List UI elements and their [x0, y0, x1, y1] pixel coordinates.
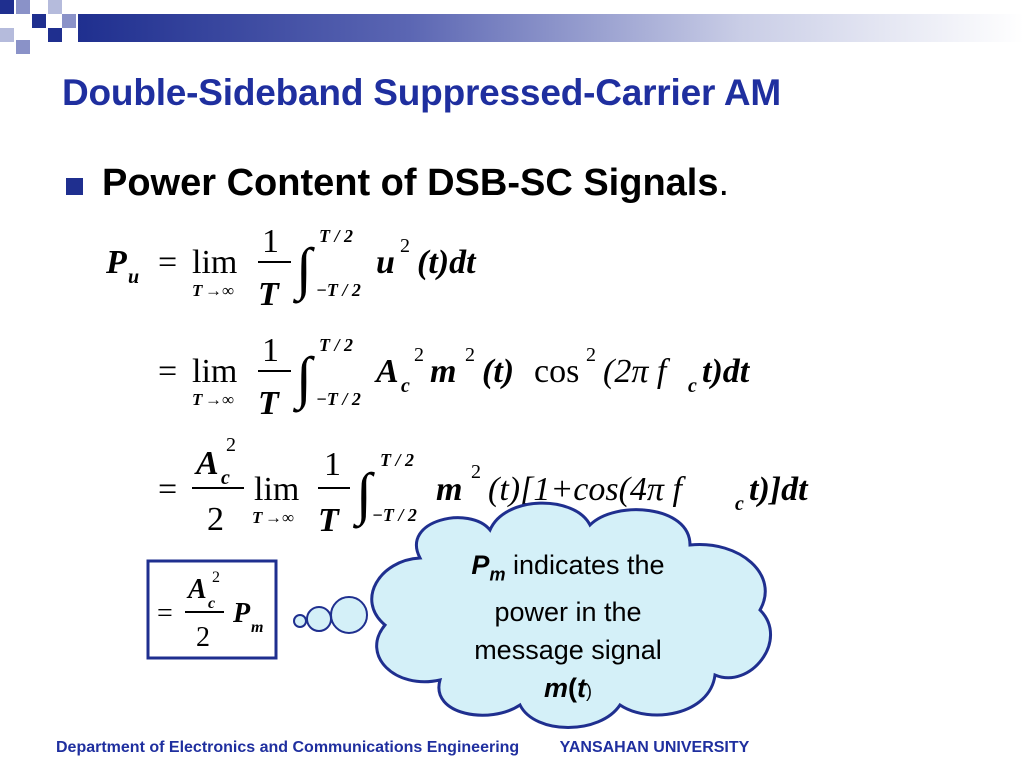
eq2-A-squared: 2 — [414, 344, 424, 366]
corner-square-4 — [48, 0, 62, 14]
bullet-square-icon — [66, 178, 83, 195]
bubble-mt-t: t — [577, 673, 586, 704]
bubble-pm-main: P — [471, 550, 490, 580]
eq2-cos-arg: (2π f — [603, 353, 671, 390]
result-A-squared: 2 — [212, 569, 220, 586]
bullet-heading: Power Content of DSB-SC Signals. — [102, 162, 729, 205]
eq1-lim: lim — [192, 244, 237, 281]
eq2-t: (t) — [482, 353, 514, 390]
bubble-mt-m: m — [543, 673, 568, 704]
eq2-m-squared: 2 — [465, 344, 475, 366]
bubble-mt-open: ( — [568, 673, 577, 704]
result-equals: = — [157, 598, 173, 629]
eq2-cos-squared: 2 — [586, 344, 596, 366]
result-m-sub: m — [251, 619, 263, 636]
thought-dot-small — [293, 614, 307, 628]
eq2-upper-limit: T / 2 — [319, 335, 353, 355]
corner-square-1 — [0, 0, 14, 14]
corner-square-6 — [16, 40, 30, 54]
eq1-integral-icon: ∫ — [292, 236, 315, 304]
eq1-lower-limit: −T / 2 — [316, 280, 361, 300]
result-box-frame — [146, 559, 278, 660]
eq2-fc-sub: c — [688, 375, 697, 397]
eq3-T-den: T — [318, 502, 340, 539]
corner-square-3 — [32, 14, 46, 28]
corner-square-7 — [48, 28, 62, 42]
eq3-lim-T: T — [252, 508, 263, 527]
eq3-equals: = — [158, 471, 177, 508]
eq3-two: 2 — [207, 501, 224, 538]
eq1-lim-arrow: →∞ — [205, 281, 234, 300]
eq3-lower-limit: −T / 2 — [372, 505, 417, 525]
corner-square-2 — [16, 0, 30, 14]
corner-square-5 — [0, 28, 14, 42]
eq2-T-den: T — [258, 385, 280, 422]
header-gradient-bar — [78, 14, 1024, 42]
bullet-heading-text: Power Content of DSB-SC Signals — [102, 162, 719, 204]
equation-line-2: = lim T →∞ 1 T ∫ T / 2 −T / 2 A c 2 m 2 … — [158, 332, 751, 422]
eq1-one: 1 — [262, 223, 279, 260]
eq3-A-squared: 2 — [226, 434, 236, 456]
thought-bubble — [293, 501, 773, 729]
thought-dot-medium — [306, 606, 332, 632]
bubble-line-2: power in the — [494, 597, 642, 628]
slide-title: Double-Sideband Suppressed-Carrier AM — [62, 72, 782, 113]
eq1-upper-limit: T / 2 — [319, 226, 353, 246]
footer-department: Department of Electronics and Communicat… — [56, 739, 520, 756]
eq3-A: A — [194, 445, 219, 482]
result-box: = A c 2 2 P m — [146, 559, 278, 660]
eq3-lim: lim — [254, 471, 299, 508]
eq1-equals: = — [158, 244, 177, 281]
result-A: A — [186, 574, 207, 605]
eq1-T-den: T — [258, 276, 280, 313]
footer: Department of Electronics and Communicat… — [56, 739, 749, 757]
eq2-integral-icon: ∫ — [292, 345, 315, 413]
equation-line-1: P u = lim T →∞ 1 T ∫ T / 2 −T / 2 u 2 (t… — [105, 223, 477, 313]
bubble-mt-close: ) — [586, 681, 592, 702]
eq2-equals: = — [158, 353, 177, 390]
eq2-cos: cos — [534, 353, 579, 390]
eq2-one: 1 — [262, 332, 279, 369]
eq2-lim-T: T — [192, 390, 203, 409]
thought-cloud — [370, 501, 773, 729]
thought-dot-large — [330, 596, 368, 634]
result-two: 2 — [196, 622, 210, 653]
eq1-u-sub: u — [128, 266, 139, 288]
eq3-c-sub: c — [221, 467, 230, 489]
eq3-fc-sub: c — [735, 493, 744, 515]
bubble-line-1-rest: indicates the — [505, 550, 665, 580]
eq3-upper-limit: T / 2 — [380, 450, 414, 470]
eq3-lim-arrow: →∞ — [265, 508, 294, 527]
eq2-m: m — [430, 353, 456, 390]
bubble-line-4: m(t) — [418, 669, 718, 710]
eq2-A: A — [374, 353, 399, 390]
corner-square-8 — [62, 14, 76, 28]
bubble-line-3: message signal — [474, 635, 662, 666]
footer-university: YANSAHAN UNIVERSITY — [559, 739, 750, 756]
eq2-tail: t)dt — [702, 353, 751, 390]
eq3-tail: t)]dt — [749, 471, 809, 508]
bubble-text: Pm indicates the power in the message si… — [418, 546, 718, 710]
bubble-pm-sub: m — [489, 564, 506, 585]
eq2-c-sub: c — [401, 375, 410, 397]
result-P: P — [232, 598, 251, 629]
eq1-u-squared: 2 — [400, 235, 410, 257]
eq3-integral-icon: ∫ — [352, 461, 375, 529]
eq3-m: m — [436, 471, 462, 508]
eq1-u: u — [376, 244, 395, 281]
equation-line-3: = A c 2 2 lim T →∞ 1 T ∫ T / 2 −T / 2 m … — [158, 434, 809, 539]
eq2-lim-arrow: →∞ — [205, 390, 234, 409]
eq2-lower-limit: −T / 2 — [316, 389, 361, 409]
eq3-bracket: (t)[1+cos(4π f — [488, 471, 686, 508]
eq3-one: 1 — [324, 446, 341, 483]
eq2-lim: lim — [192, 353, 237, 390]
eq3-m-squared: 2 — [471, 461, 481, 483]
result-c-sub: c — [208, 595, 215, 612]
eq1-P: P — [105, 244, 127, 281]
bubble-line-1: Pm indicates the — [418, 546, 718, 593]
eq1-lim-T: T — [192, 281, 203, 300]
eq1-tail: (t)dt — [417, 244, 477, 281]
bullet-heading-period: . — [718, 162, 730, 204]
